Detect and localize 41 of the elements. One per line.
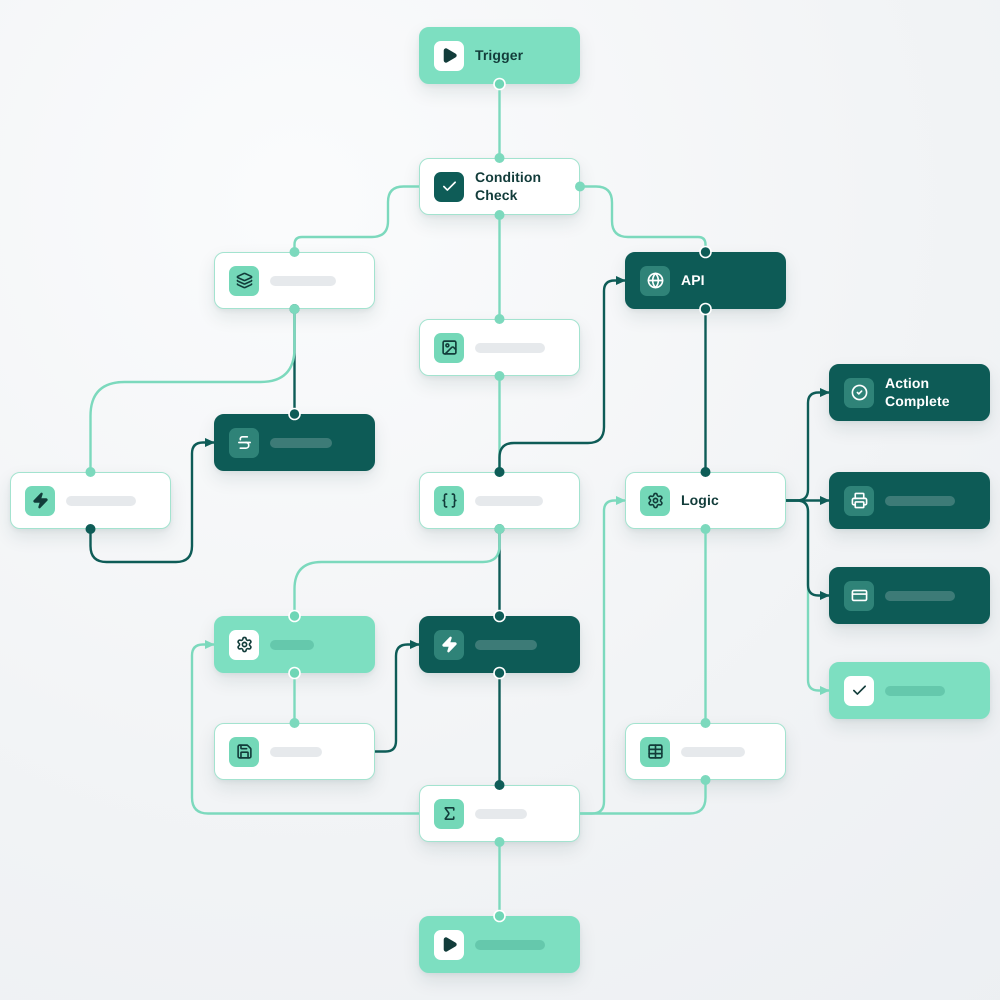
node-card <box>829 662 990 719</box>
node-card <box>829 472 990 529</box>
node-card <box>625 252 786 309</box>
node-card <box>419 616 580 673</box>
node-card <box>214 723 375 780</box>
connector-line <box>699 302 712 477</box>
node-card <box>419 158 580 215</box>
node-card <box>419 916 580 973</box>
connector-line <box>493 837 506 922</box>
node-card <box>419 472 580 529</box>
connector-line <box>290 185 419 257</box>
node-card <box>625 723 786 780</box>
arrow <box>86 438 215 564</box>
arrow <box>786 499 830 600</box>
connector-line <box>494 210 504 324</box>
arrow <box>190 640 419 815</box>
connector-line <box>493 666 506 790</box>
node-card <box>214 252 375 309</box>
connector-line <box>700 524 710 728</box>
node-card <box>625 472 786 529</box>
node-label: API <box>681 272 705 290</box>
node-card <box>419 319 580 376</box>
arrow <box>375 640 420 753</box>
node-label: Logic <box>681 492 719 510</box>
node-label: Trigger <box>475 46 524 64</box>
node-card <box>829 364 990 421</box>
connector-line <box>86 304 300 477</box>
arrow <box>494 276 626 477</box>
connector-line <box>575 182 712 258</box>
node-card <box>214 414 375 471</box>
connector-line <box>493 78 506 163</box>
connector-line <box>288 524 504 622</box>
node-card <box>419 27 580 84</box>
connector-line <box>580 775 710 815</box>
node-card <box>10 472 171 529</box>
connector-line <box>288 666 301 728</box>
node-label: Action Complete <box>885 375 951 410</box>
node-card <box>419 785 580 842</box>
node-label: Condition Check <box>475 169 542 204</box>
node-card <box>829 567 990 624</box>
node-card <box>214 616 375 673</box>
